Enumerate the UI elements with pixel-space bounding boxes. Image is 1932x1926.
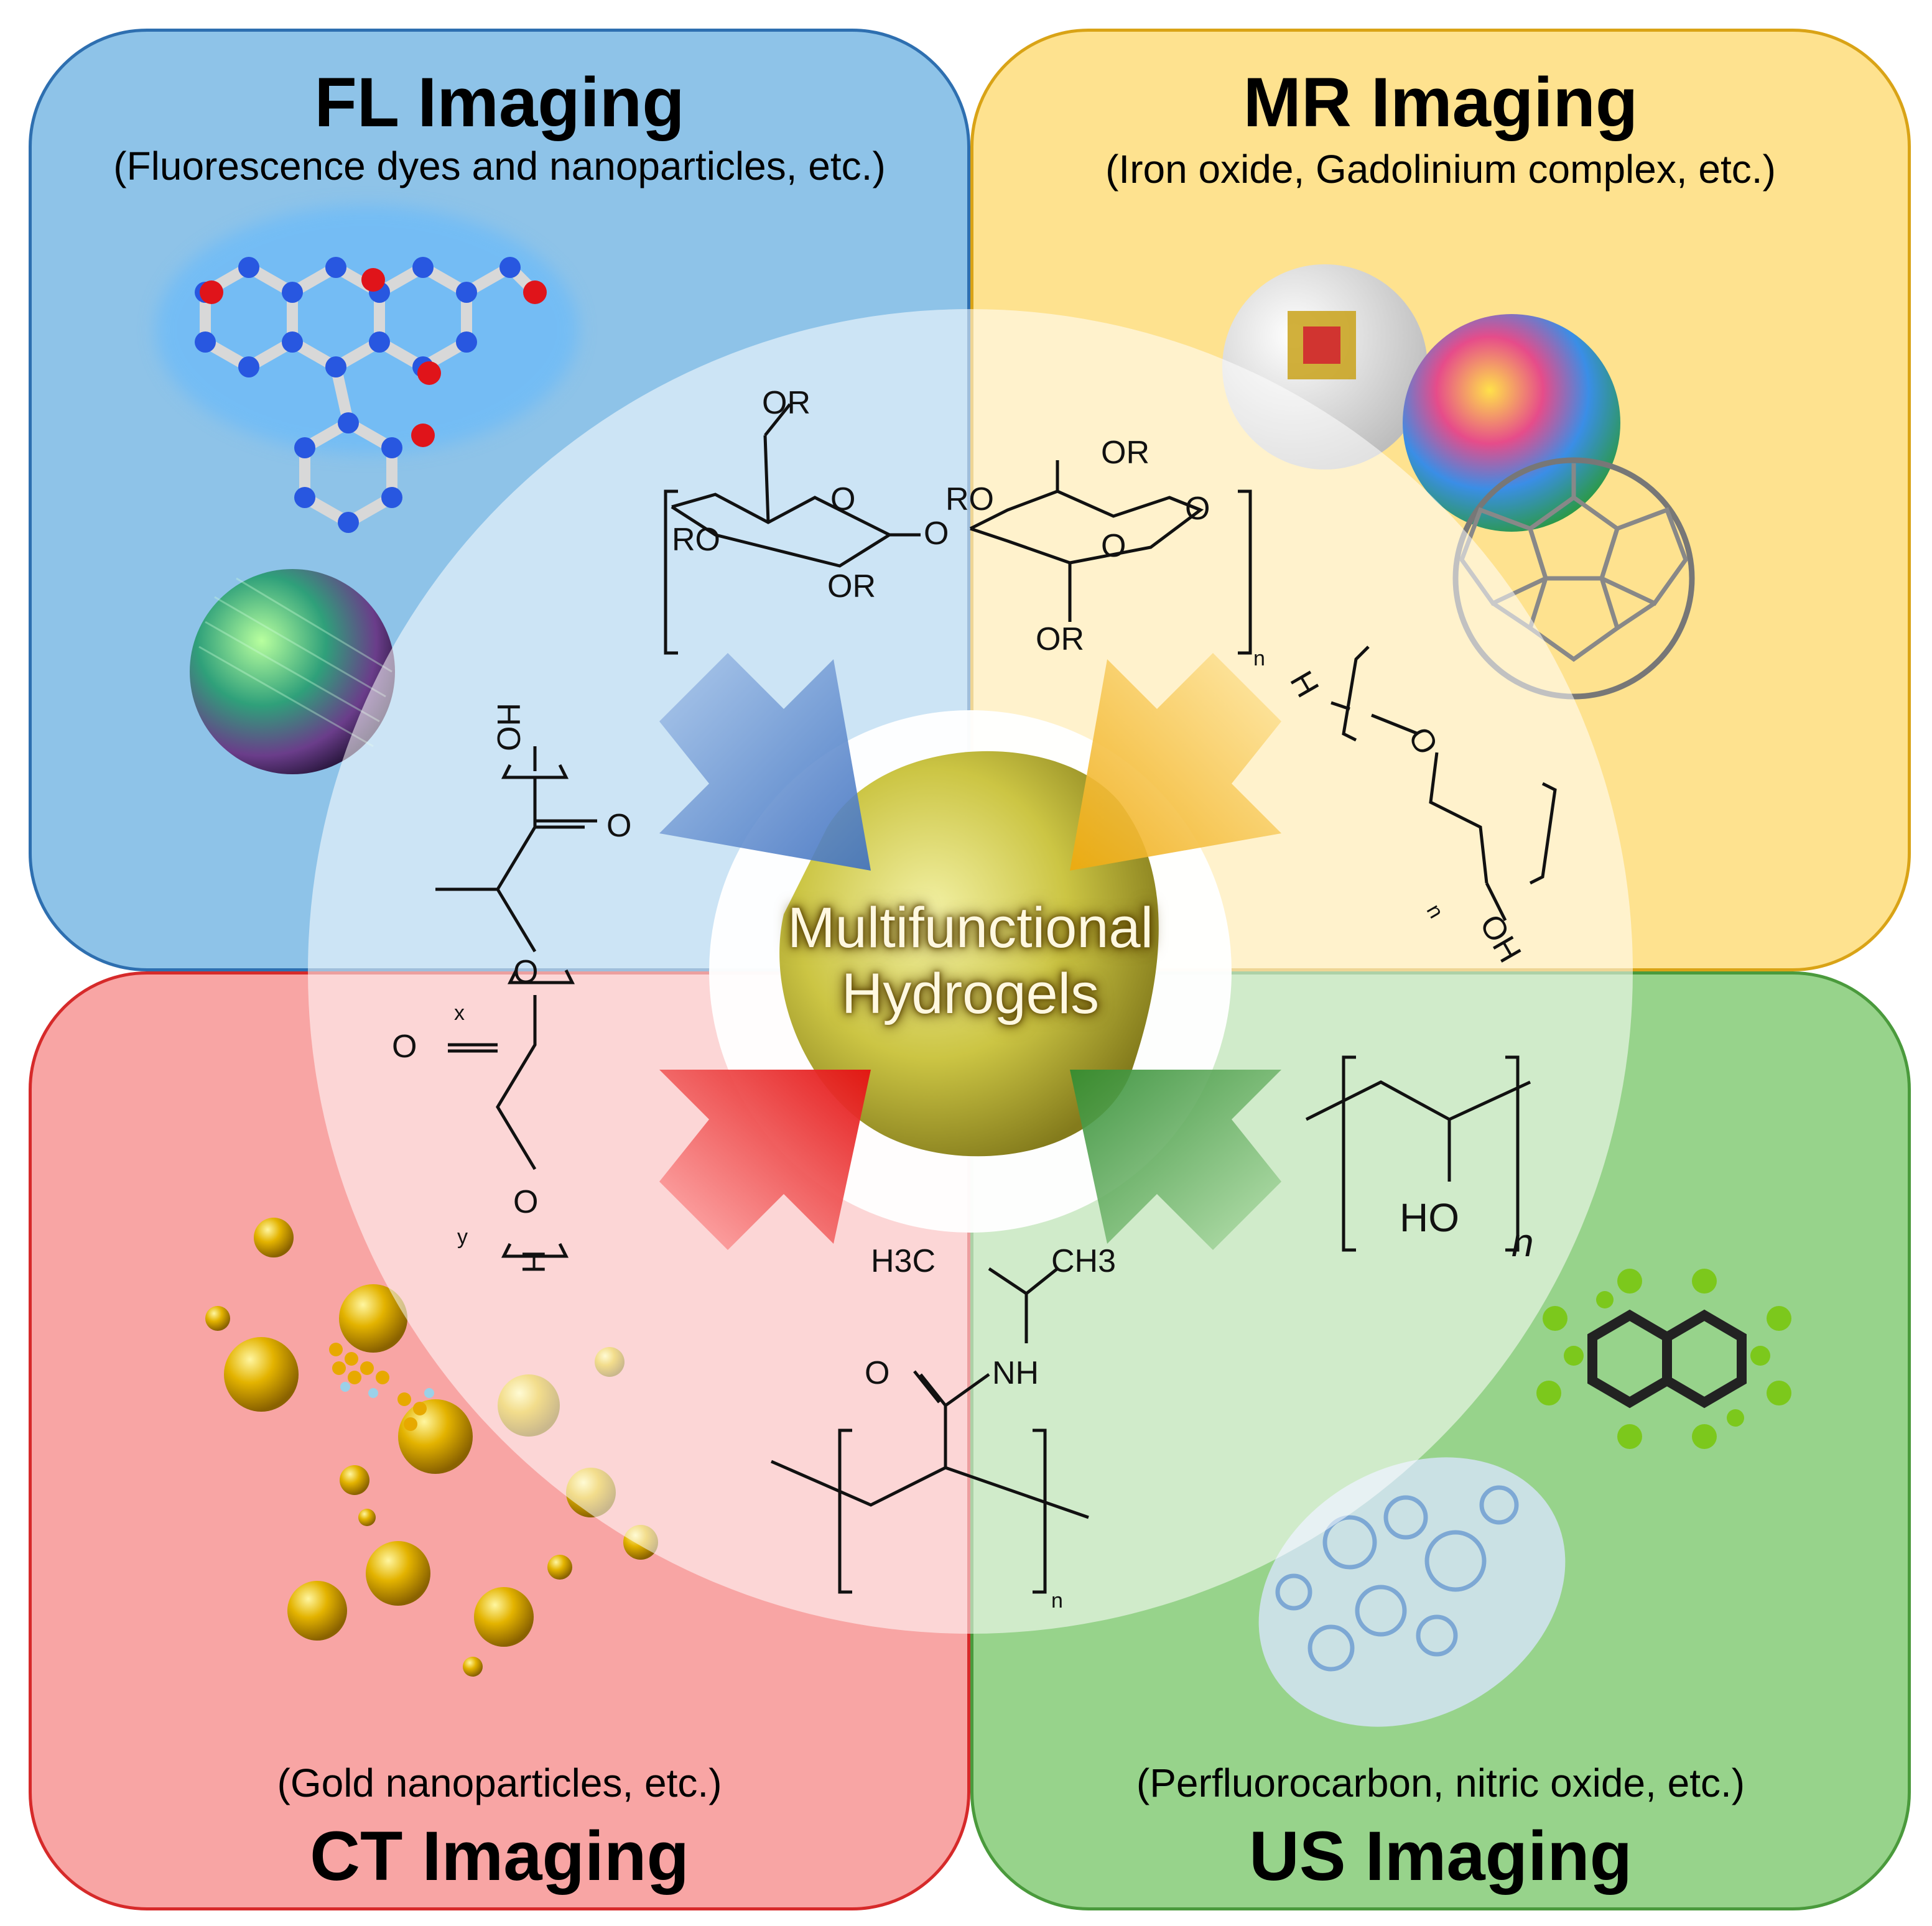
cellulose-or-3: OR <box>1101 435 1149 471</box>
mr-imaging-subtitle: (Iron oxide, Gadolinium complex, etc.) <box>1105 147 1776 192</box>
plga-y: y <box>457 1225 468 1249</box>
fl-imaging-title: FL Imaging <box>314 63 685 141</box>
plga-h: H <box>515 1250 551 1274</box>
cellulose-ro-2: RO <box>945 481 994 517</box>
cellulose-or-4: OR <box>1036 621 1084 657</box>
peg-structure <box>1331 646 1557 922</box>
pnipam-h3c: H3C <box>871 1243 936 1279</box>
cellulose-o-1: O <box>830 481 855 517</box>
pnipam-o: O <box>865 1355 889 1391</box>
pnipam-nh: NH <box>992 1355 1039 1391</box>
plga-ho: HO <box>490 703 526 751</box>
plga-structure <box>435 746 597 1258</box>
perfluorocarbon-molecule <box>1536 1269 1791 1449</box>
plga-o-2: O <box>513 954 538 990</box>
gadolinium-complex-nanoparticle <box>1403 314 1620 532</box>
ct-imaging-subtitle: (Gold nanoparticles, etc.) <box>277 1761 722 1805</box>
microbubble-cluster <box>1258 1457 1566 1727</box>
cellulose-o-3: O <box>1101 528 1126 564</box>
mr-imaging-title: MR Imaging <box>1243 63 1638 141</box>
pva-structure <box>1305 1055 1531 1252</box>
arrow-ct <box>659 1070 871 1250</box>
center-label: Multifunctional Hydrogels <box>722 896 1219 1027</box>
arrow-us <box>1070 1070 1281 1250</box>
pva-ho: HO <box>1400 1195 1459 1240</box>
arrow-mr <box>1070 653 1281 871</box>
cellulose-or-1: OR <box>762 385 810 421</box>
center-label-line1: Multifunctional <box>787 896 1154 960</box>
plga-o-1: O <box>606 808 631 844</box>
plga-x: x <box>454 1001 465 1025</box>
pnipam-ch3: CH3 <box>1051 1243 1116 1279</box>
cellulose-structure <box>664 403 1252 655</box>
pnipam-structure <box>770 1267 1089 1594</box>
cellulose-or-2: OR <box>827 568 876 604</box>
cellulose-n: n <box>1253 647 1265 670</box>
pva-n: n <box>1512 1220 1534 1265</box>
us-imaging-subtitle: (Perfluorocarbon, nitric oxide, etc.) <box>1136 1761 1745 1805</box>
fluorescent-dye-molecule <box>156 205 578 533</box>
pnipam-n: n <box>1051 1589 1063 1613</box>
us-imaging-title: US Imaging <box>1248 1817 1633 1895</box>
hydrogel-blob <box>779 751 1159 1157</box>
cellulose-o-2: O <box>924 516 949 552</box>
plga-o-4: O <box>513 1184 538 1220</box>
fl-imaging-subtitle: (Fluorescence dyes and nanoparticles, et… <box>113 144 886 188</box>
cellulose-o-4: O <box>1185 491 1210 527</box>
ct-imaging-title: CT Imaging <box>310 1817 689 1895</box>
fluorescent-nanosphere <box>190 569 395 774</box>
center-label-line2: Hydrogels <box>841 961 1100 1026</box>
arrow-fl <box>659 653 871 871</box>
cellulose-ro-1: RO <box>672 522 720 558</box>
plga-o-3: O <box>392 1029 417 1065</box>
